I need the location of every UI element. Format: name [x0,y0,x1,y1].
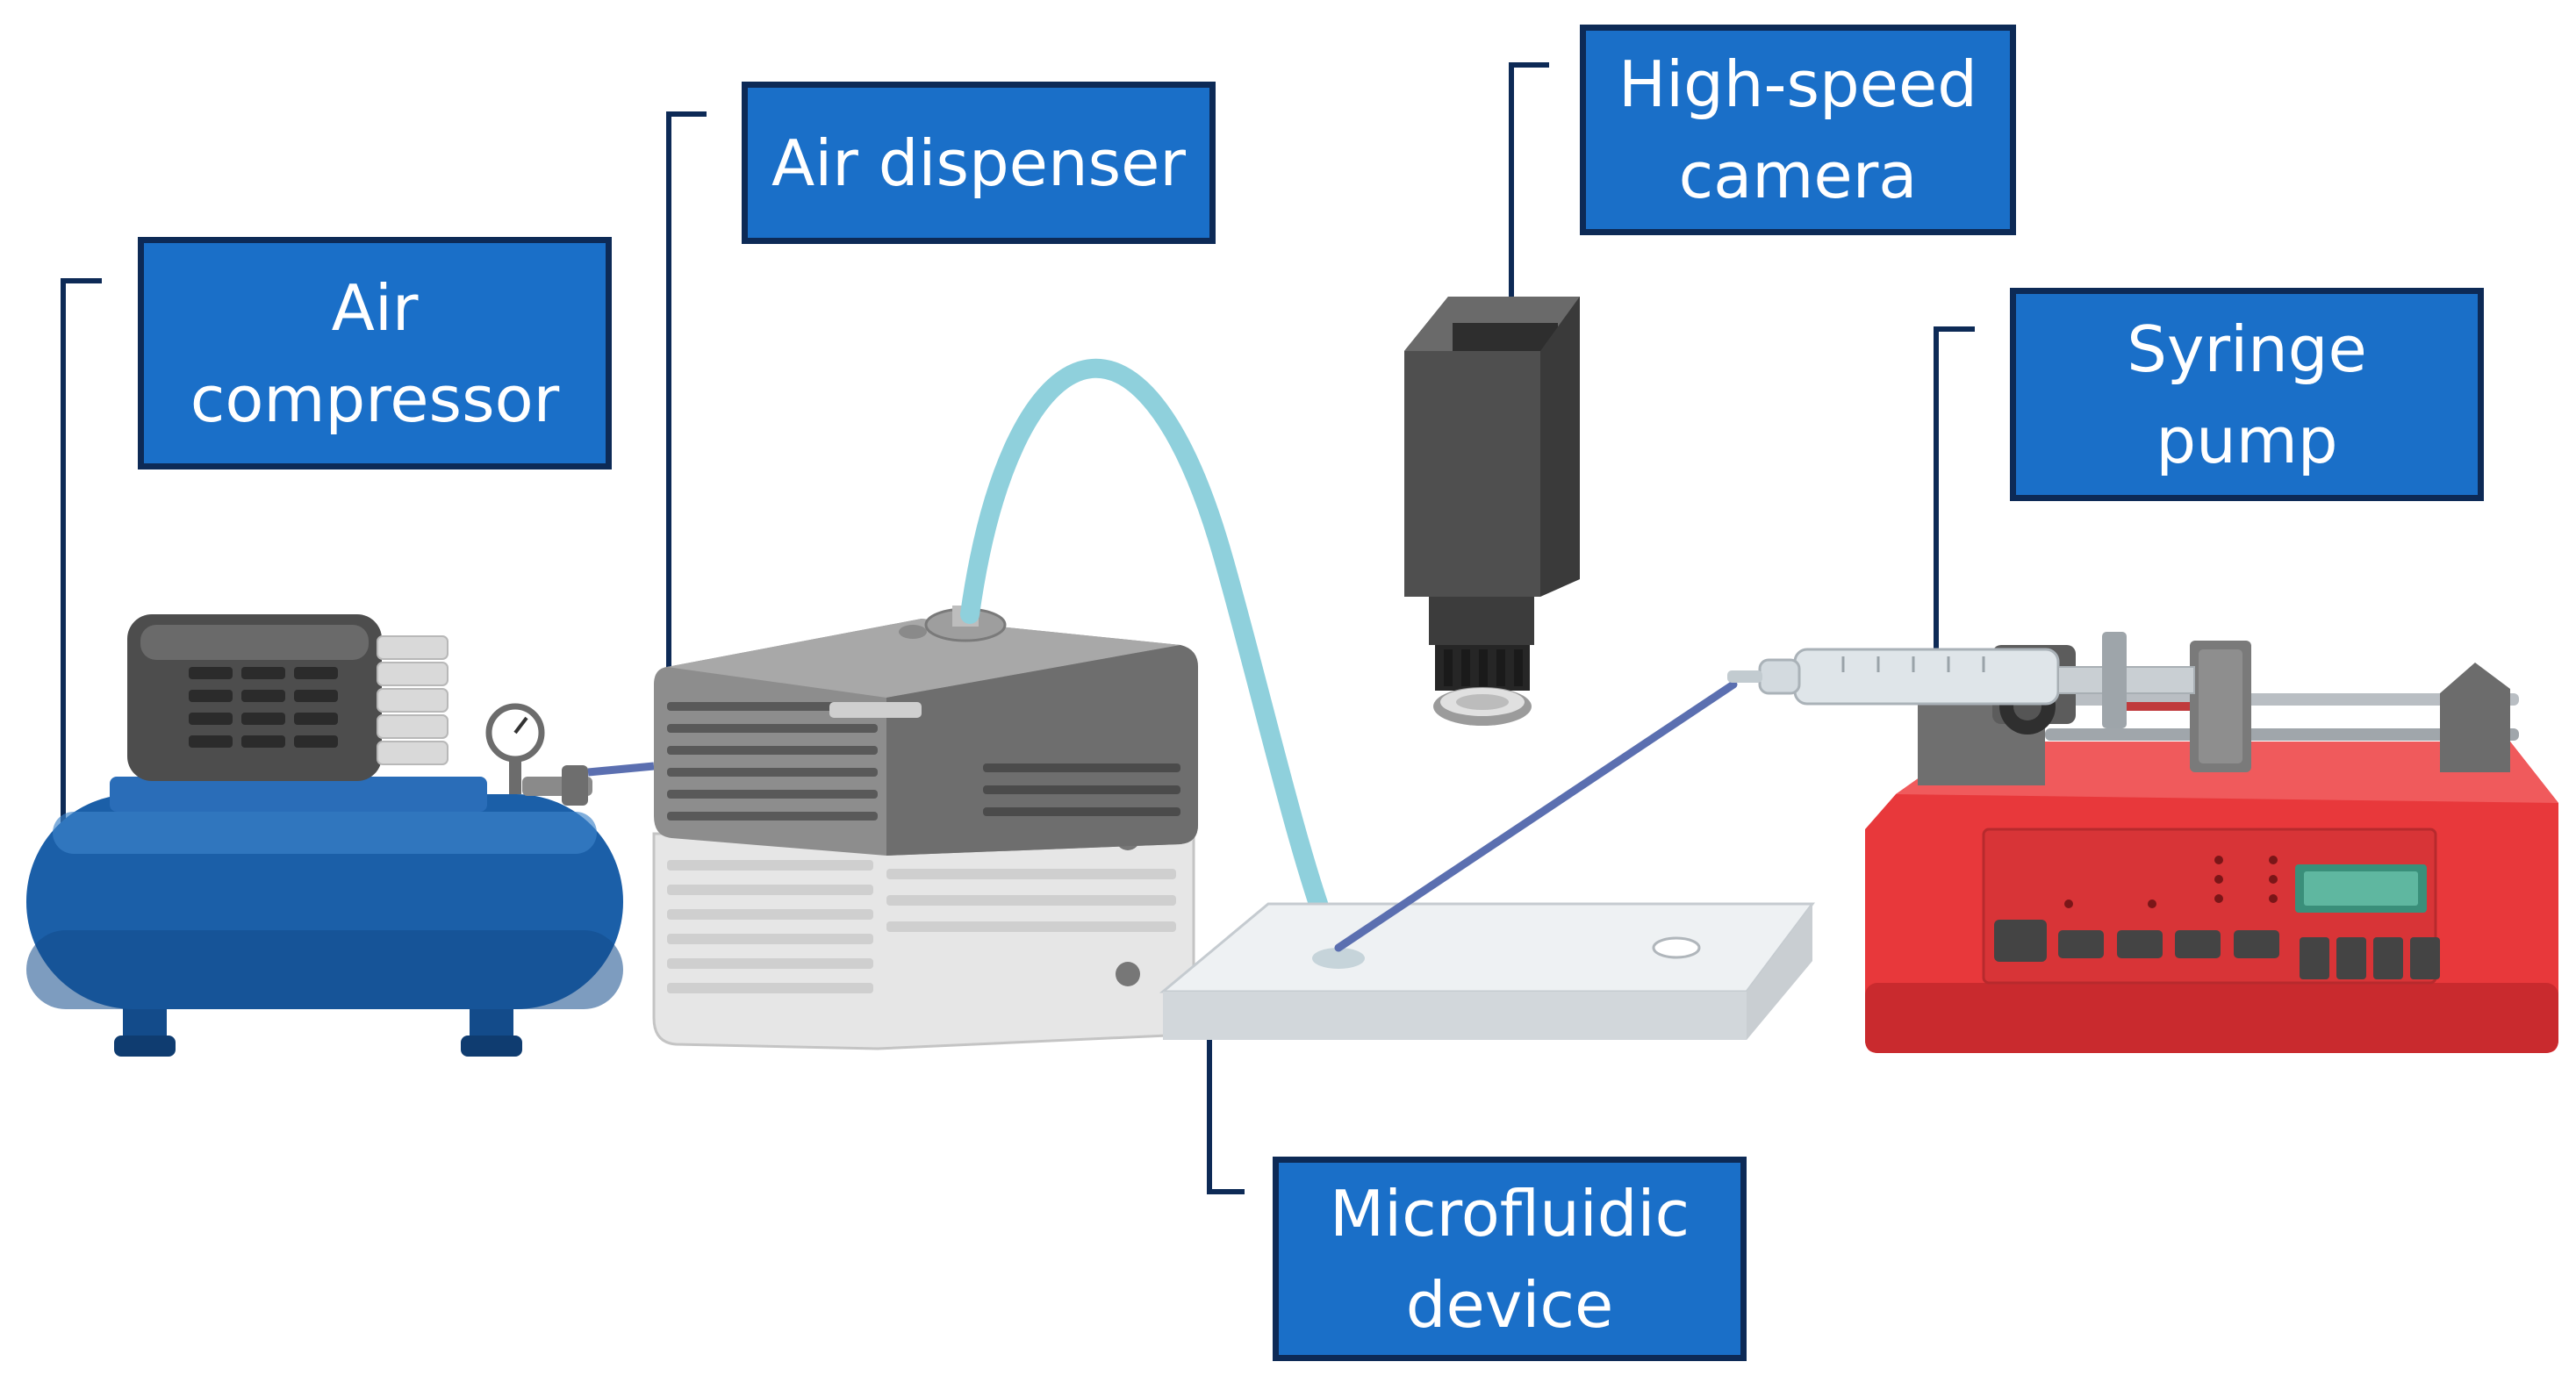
label-air-dispenser: Air dispenser [742,82,1216,244]
label-air-dispenser-line1: Air dispenser [771,125,1186,200]
air-dispenser-icon [652,606,1198,1050]
label-air-compressor-line2: compressor [190,362,560,436]
label-high-speed-camera: High-speed camera [1580,25,2016,235]
leader-lines [61,62,1975,1194]
air-compressor-icon [26,614,623,1057]
leader-line-high-speed-camera [1509,62,1549,298]
label-syringe-pump-line1: Syringe [2127,312,2367,386]
dark-blue-tubing [1334,680,1738,952]
leader-line-syringe-pump [1934,326,1975,702]
syringe-pump-icon [1727,632,2558,1053]
label-syringe-pump: Syringe pump [2010,288,2484,501]
label-microfluidic-device-line2: device [1405,1267,1614,1342]
label-air-compressor-line1: Air [331,270,419,345]
air-hose [587,762,655,777]
leader-line-air-dispenser [666,111,707,676]
leader-line-microfluidic-device [1207,1036,1245,1194]
label-high-speed-camera-line2: camera [1678,139,1918,212]
camera-icon [1404,297,1580,726]
label-syringe-pump-line2: pump [2156,403,2338,477]
label-microfluidic-device: Microfluidic device [1273,1157,1747,1361]
label-high-speed-camera-line1: High-speed [1618,47,1977,121]
leader-line-air-compressor [61,278,102,878]
label-microfluidic-device-line1: Microfluidic [1329,1176,1690,1251]
label-air-compressor: Air compressor [138,237,612,469]
light-blue-tubing [960,358,1344,957]
microfluidic-chip-icon [1159,902,1815,1040]
